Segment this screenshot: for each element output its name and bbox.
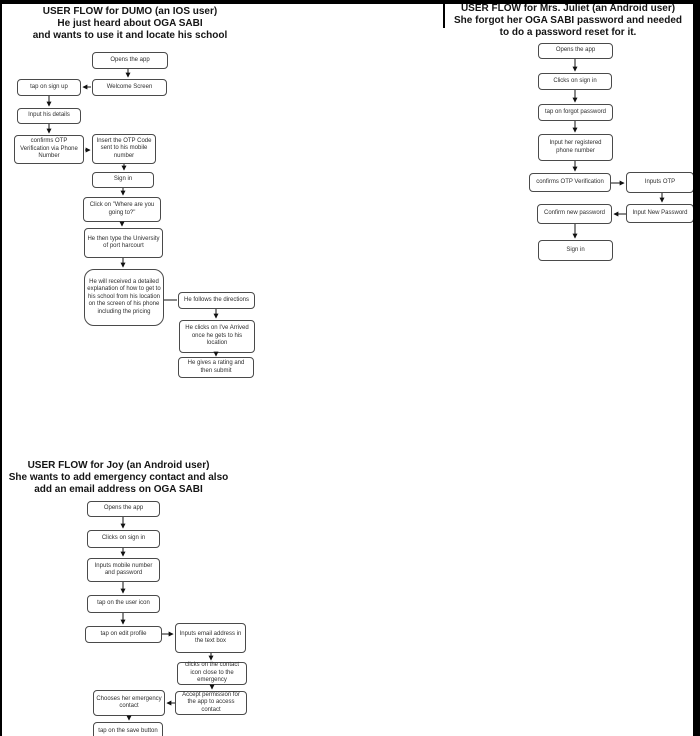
- flow-title-line: to do a password reset for it.: [499, 27, 637, 38]
- flow-node-joy-chooses-emergency: Chooses her emergency contact: [93, 690, 165, 716]
- flow-node-dumo-explanation: He will received a detailed explanation …: [84, 269, 164, 326]
- flow-node-dumo-sign-in: Sign in: [92, 172, 154, 188]
- flow-node-dumo-follows-directions: He follows the directions: [178, 292, 255, 309]
- flow-title-line: She wants to add emergency contact and a…: [8, 472, 229, 483]
- flow-title-line: USER FLOW for Joy (an Android user): [27, 460, 210, 471]
- flow-title-line: She forgot her OGA SABI password and nee…: [454, 15, 682, 26]
- flow-node-dumo-input-details: Input his details: [17, 108, 81, 124]
- flow-node-joy-opens-app: Opens the app: [87, 501, 160, 517]
- page-divider-line: [443, 4, 445, 28]
- flow-node-joy-tap-save: tap on the save button: [93, 722, 163, 736]
- flow-node-juliet-input-registered: Input her registered phone number: [538, 134, 613, 161]
- flow-node-joy-inputs-mobile: Inputs mobile number and password: [87, 558, 160, 582]
- flow-node-juliet-opens-app: Opens the app: [538, 43, 613, 59]
- flow-title-line: and wants to use it and locate his schoo…: [32, 30, 228, 41]
- page-border-right: [693, 0, 700, 736]
- flow-node-joy-clicks-sign-in: Clicks on sign in: [87, 530, 160, 548]
- flow-node-joy-tap-user-icon: tap on the user icon: [87, 595, 160, 613]
- flow-node-joy-inputs-email: Inputs email address in the text box: [175, 623, 246, 653]
- page-border-top: [0, 0, 700, 4]
- flow-node-juliet-clicks-sign-in: Clicks on sign in: [538, 73, 612, 90]
- flow-node-joy-tap-edit-profile: tap on edit profile: [85, 626, 162, 643]
- flow-title-juliet: USER FLOW for Mrs. Juliet (an Android us…: [440, 3, 696, 39]
- flow-title-dumo: USER FLOW for DUMO (an IOS user) He just…: [5, 6, 255, 42]
- flow-node-juliet-tap-forgot-password: tap on forgot password: [538, 104, 613, 121]
- flow-node-dumo-type-university: He then type the University of port harc…: [84, 228, 163, 258]
- page-border-left: [0, 0, 2, 736]
- flow-node-dumo-gives-rating: He gives a rating and then submit: [178, 357, 254, 378]
- flow-node-dumo-clicks-arrived: He clicks on I've Arrived once he gets t…: [179, 320, 255, 353]
- flow-title-joy: USER FLOW for Joy (an Android user) She …: [0, 460, 237, 496]
- flow-node-juliet-confirms-otp: confirms OTP Verification: [529, 173, 611, 192]
- flow-title-line: USER FLOW for Mrs. Juliet (an Android us…: [460, 3, 676, 14]
- flow-node-dumo-click-where: Click on "Where are you going to?": [83, 197, 161, 222]
- flow-node-dumo-opens-app: Opens the app: [92, 52, 168, 69]
- flow-title-line: add an email address on OGA SABI: [34, 484, 203, 495]
- flow-node-joy-accept-permission: Accept permission for the app to access …: [175, 691, 247, 715]
- flow-node-dumo-confirms-otp: confirms OTP Verification via Phone Numb…: [14, 135, 84, 164]
- flow-node-dumo-tap-sign-up: tap on sign up: [17, 79, 81, 96]
- flow-node-juliet-inputs-otp: Inputs OTP: [626, 172, 694, 193]
- flow-title-line: USER FLOW for DUMO (an IOS user): [42, 6, 218, 17]
- flow-node-juliet-confirm-new-password: Confirm new password: [537, 204, 612, 224]
- flow-node-dumo-welcome-screen: Welcome Screen: [92, 79, 167, 96]
- flow-title-line: He just heard about OGA SABI: [57, 18, 203, 29]
- flow-node-dumo-insert-otp: Insert the OTP Code sent to his mobile n…: [92, 134, 156, 164]
- flow-node-juliet-sign-in: Sign in: [538, 240, 613, 261]
- flow-node-juliet-input-new-password: Input New Password: [626, 204, 694, 223]
- flow-node-joy-clicks-contact-icon: clicks on the contact icon close to the …: [177, 662, 247, 685]
